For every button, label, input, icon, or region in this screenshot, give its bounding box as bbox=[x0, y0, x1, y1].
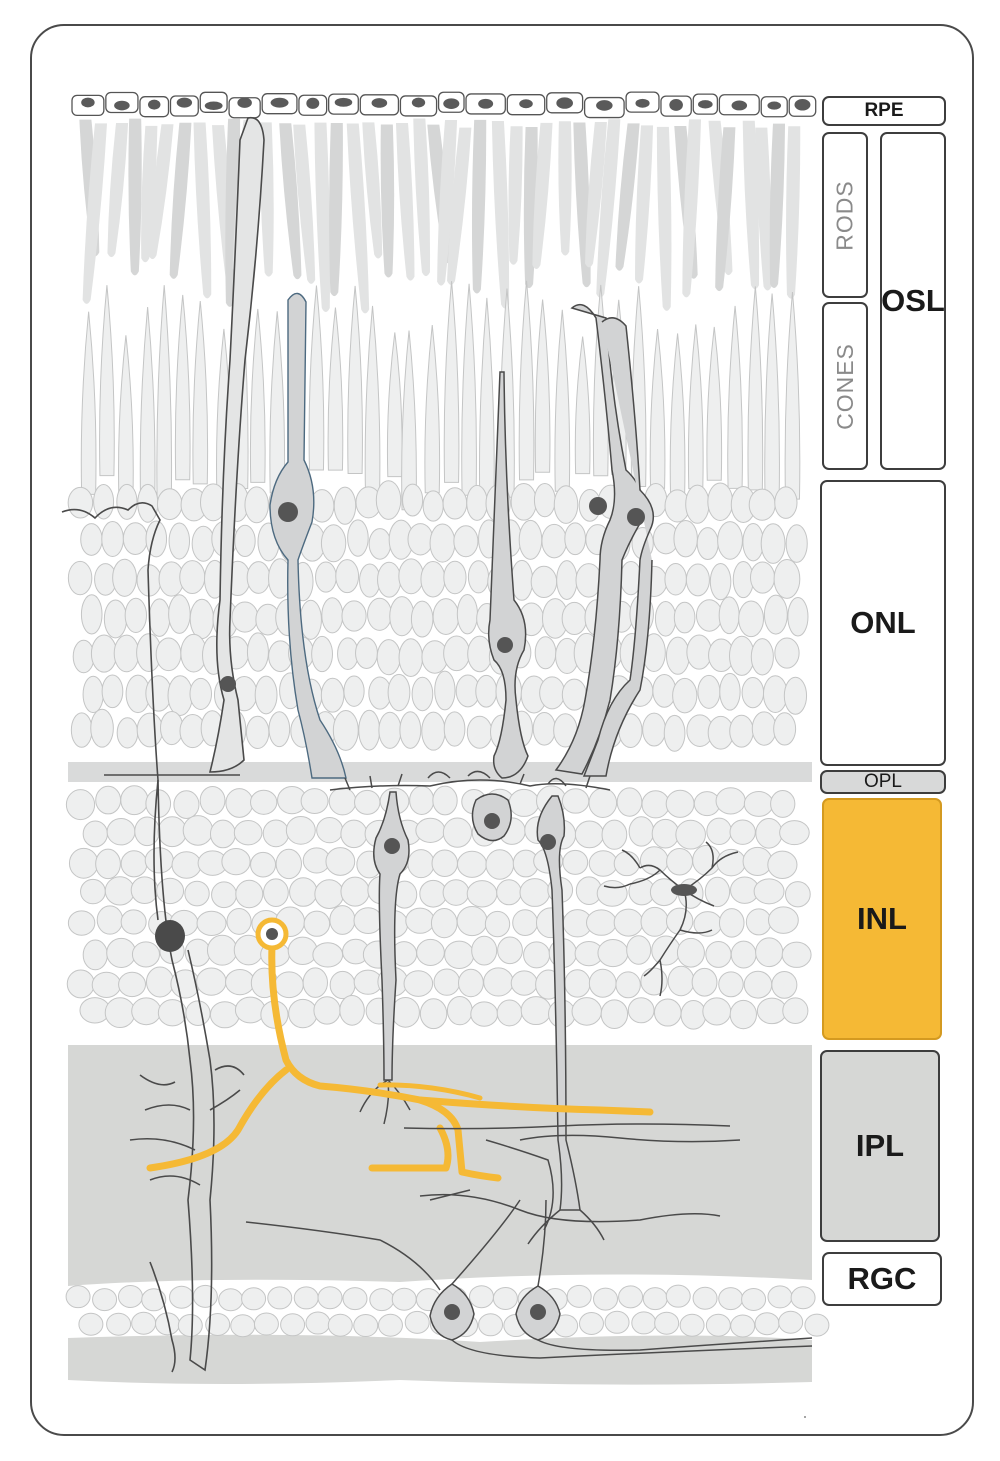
rpe-cells bbox=[71, 91, 817, 119]
label-rgc: RGC bbox=[822, 1252, 942, 1306]
bipolar-cell-left bbox=[359, 791, 411, 1125]
label-rpe: RPE bbox=[822, 96, 946, 126]
amacrine-cell-highlighted bbox=[146, 942, 654, 1182]
cone-cell-left bbox=[269, 292, 347, 779]
ganglion-cells bbox=[245, 1199, 813, 1359]
outer-nuclear-layer-cells bbox=[67, 480, 809, 753]
cone-cell-center bbox=[487, 371, 529, 779]
microglia-cell bbox=[603, 841, 739, 997]
label-cones-text: CONES bbox=[831, 342, 858, 430]
label-onl: ONL bbox=[820, 480, 946, 766]
inner-nuclear-layer-cells bbox=[65, 785, 812, 1030]
amacrine-cell-body bbox=[255, 917, 289, 951]
nerve-fiber-band bbox=[68, 1334, 812, 1385]
label-rods-text: RODS bbox=[831, 179, 858, 251]
label-osl: OSL bbox=[880, 132, 946, 470]
label-ipl: IPL bbox=[820, 1050, 940, 1242]
muller-glia bbox=[61, 502, 245, 1373]
horizontal-cell bbox=[329, 770, 611, 791]
label-inl: INL bbox=[822, 798, 942, 1040]
stray-dot bbox=[804, 1416, 806, 1418]
ganglion-layer-cells bbox=[65, 1284, 830, 1338]
horizontal-cell-body bbox=[471, 793, 512, 842]
rod-cell bbox=[208, 116, 265, 773]
cone-inner-segments bbox=[80, 280, 801, 511]
photoreceptor-outer-segments bbox=[79, 118, 801, 314]
label-opl: OPL bbox=[820, 770, 946, 794]
label-cones: CONES bbox=[822, 302, 868, 470]
double-cone-cell bbox=[554, 303, 655, 777]
label-rods: RODS bbox=[822, 132, 868, 298]
microglia-nucleus bbox=[671, 884, 697, 896]
muller-nucleus bbox=[155, 920, 185, 952]
ipl-dendrites bbox=[403, 1123, 741, 1245]
